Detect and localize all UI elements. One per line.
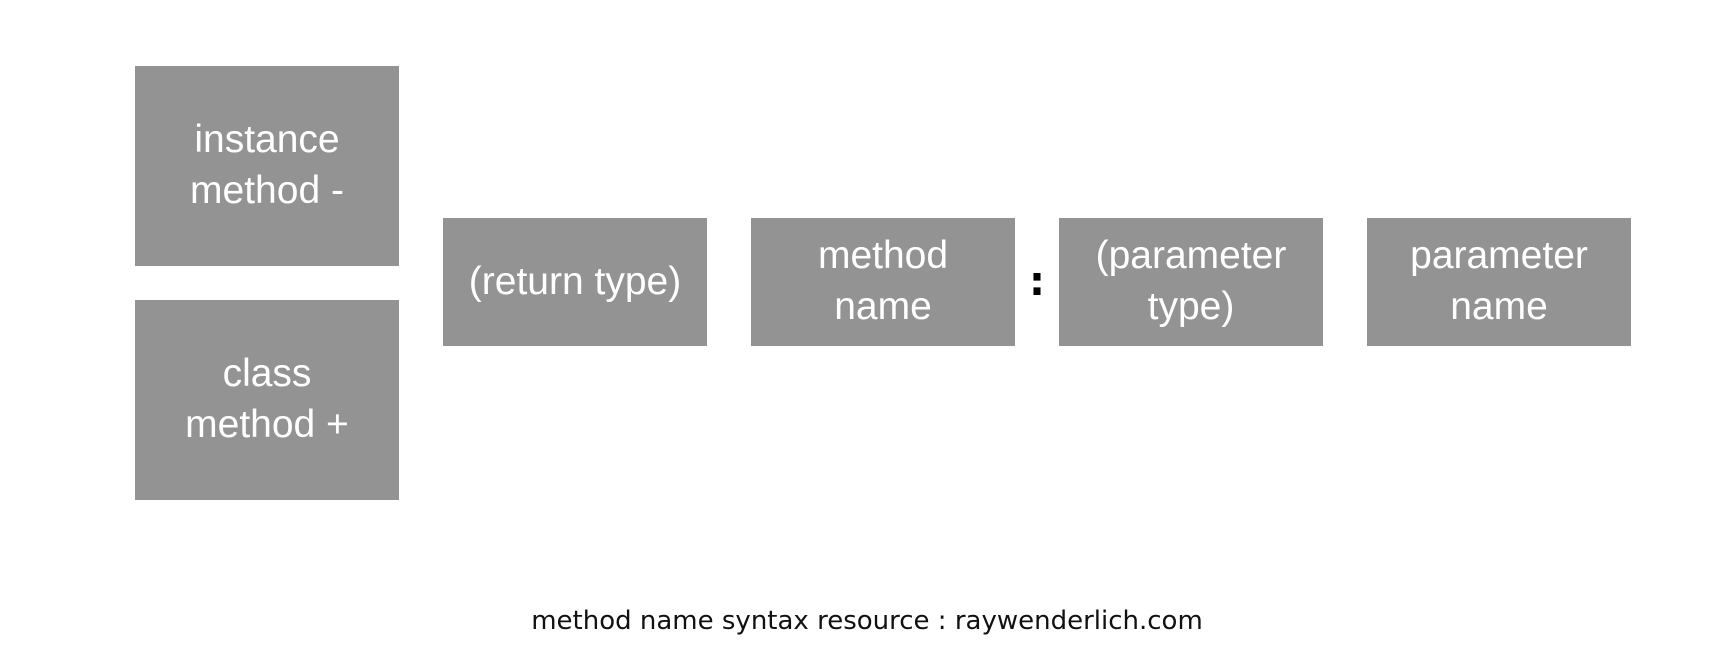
parameter-type-box: (parameter type): [1059, 218, 1323, 346]
class-method-label: class method +: [185, 352, 349, 446]
parameter-type-label: (parameter type): [1095, 234, 1287, 328]
class-method-box: class method +: [135, 300, 399, 500]
instance-method-label: instance method -: [190, 118, 344, 212]
colon-separator: :: [1029, 259, 1045, 305]
parameter-name-box: parameter name: [1367, 218, 1631, 346]
return-type-box: (return type): [443, 218, 707, 346]
parameter-name-label: parameter name: [1410, 234, 1588, 328]
method-name-label: method name: [817, 234, 949, 328]
return-type-label: (return type): [468, 259, 682, 303]
caption: method name syntax resource : raywenderl…: [531, 606, 1203, 636]
method-name-box: method name: [751, 218, 1015, 346]
instance-method-box: instance method -: [135, 66, 399, 266]
